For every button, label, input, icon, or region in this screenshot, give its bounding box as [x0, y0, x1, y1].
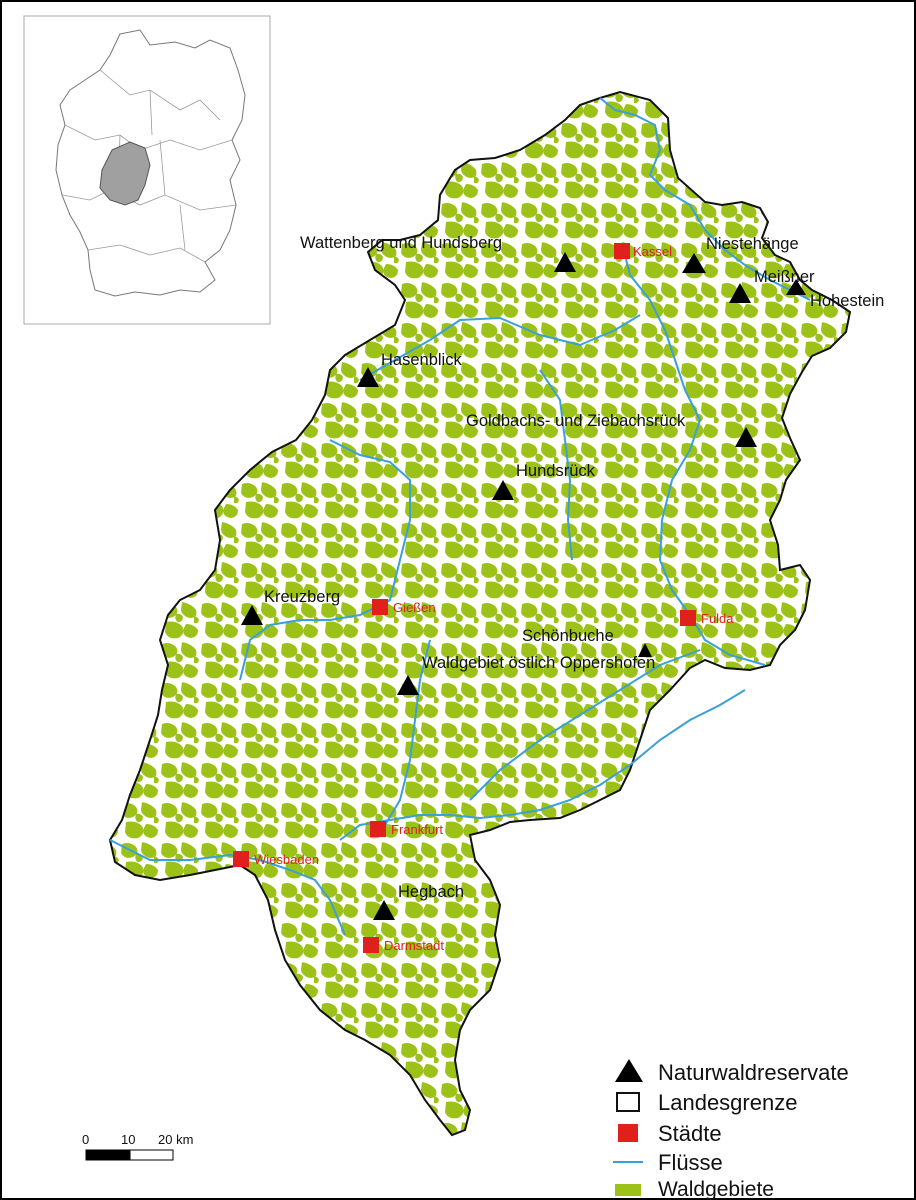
city-label-frankfurt: Frankfurt — [391, 822, 443, 837]
city-markers — [233, 243, 696, 953]
city-label-giessen: Gießen — [393, 600, 436, 615]
city-marker-fulda — [680, 610, 696, 626]
reserve-marker-hundsrueck — [492, 480, 514, 500]
city-marker-frankfurt — [370, 821, 386, 837]
inset-hessen-highlight — [99, 141, 151, 206]
reserve-label-oppershofen: Waldgebiet östlich Oppershofen — [422, 654, 655, 672]
reserve-label-kreuzberg: Kreuzberg — [264, 588, 340, 606]
city-marker-darmstadt — [363, 937, 379, 953]
legend-cities-label: Städte — [658, 1121, 722, 1146]
city-marker-wiesbaden — [233, 851, 249, 867]
legend-reserve-icon — [615, 1059, 643, 1082]
legend-border-icon — [616, 1092, 640, 1112]
reserve-marker-hohestein — [786, 279, 806, 295]
river-rhine — [109, 839, 346, 936]
inset-map — [23, 15, 271, 325]
reserve-marker-oppershofen — [397, 675, 419, 695]
river-kinzig — [469, 649, 701, 801]
scale-segment-black — [85, 1149, 131, 1161]
city-label-fulda: Fulda — [701, 611, 734, 626]
river-weser — [599, 97, 706, 231]
reserve-labels: Wattenberg und Hundsberg Niestehänge Mei… — [264, 234, 884, 901]
reserve-label-goldbachs: Goldbachs- und Ziebachsrück — [466, 412, 686, 430]
reserve-marker-schoenbuche — [638, 643, 652, 657]
reserve-label-niestehaenge: Niestehänge — [706, 235, 799, 253]
reserve-label-meissner: Meißner — [754, 268, 815, 286]
city-marker-giessen — [372, 599, 388, 615]
reserve-marker-goldbachs — [735, 427, 757, 447]
scale-segment-white — [129, 1149, 174, 1161]
legend-city-icon — [618, 1124, 638, 1142]
river-nidda — [384, 639, 431, 826]
reserve-label-hohestein: Hohestein — [810, 292, 884, 310]
reserve-label-hegbach: Hegbach — [398, 883, 464, 901]
city-label-kassel: Kassel — [633, 244, 672, 259]
reserve-label-schoenbuche: Schönbuche — [522, 627, 614, 645]
legend-rivers-label: Flüsse — [658, 1150, 723, 1175]
inset-germany-outline — [55, 29, 246, 297]
reserve-marker-hasenblick — [357, 367, 379, 387]
legend-reserves-label: Naturwaldreservate — [658, 1060, 849, 1085]
rivers — [109, 97, 811, 936]
scale-bar: 0 10 20 km — [82, 1132, 193, 1161]
legend-forest-icon — [615, 1184, 641, 1196]
reserve-marker-meissner — [729, 283, 751, 303]
state-border — [108, 90, 852, 1137]
scale-tick-10: 10 — [121, 1132, 135, 1147]
city-labels: Kassel Gießen Fulda Frankfurt Wiesbaden … — [254, 244, 734, 953]
reserve-marker-wattenberg — [554, 252, 576, 272]
reserve-markers — [241, 252, 806, 920]
scale-tick-0: 0 — [82, 1132, 89, 1147]
reserve-marker-kreuzberg — [241, 605, 263, 625]
reserve-label-wattenberg: Wattenberg und Hundsberg — [300, 234, 502, 252]
river-fulda — [624, 254, 766, 666]
city-marker-kassel — [614, 243, 630, 259]
legend-border-label: Landesgrenze — [658, 1090, 797, 1115]
reserve-marker-niestehaenge — [682, 253, 706, 273]
legend: Naturwaldreservate Landesgrenze Städte F… — [613, 1059, 849, 1200]
scale-tick-20: 20 km — [158, 1132, 193, 1147]
river-lahn — [239, 439, 411, 681]
reserve-marker-hegbach — [373, 900, 395, 920]
city-label-wiesbaden: Wiesbaden — [254, 852, 319, 867]
river-schwalm — [539, 369, 573, 561]
river-eder — [359, 314, 641, 381]
city-label-darmstadt: Darmstadt — [384, 938, 444, 953]
legend-forest-label: Waldgebiete — [658, 1178, 774, 1200]
river-main — [339, 689, 746, 841]
reserve-label-hundsrueck: Hundsrück — [516, 462, 596, 480]
reserve-label-hasenblick: Hasenblick — [381, 351, 462, 369]
